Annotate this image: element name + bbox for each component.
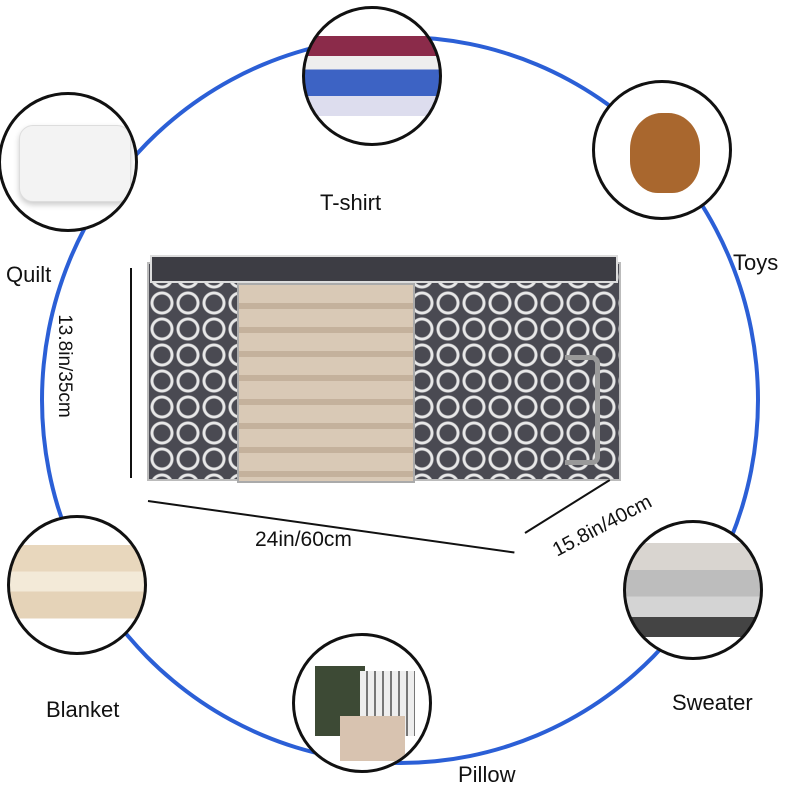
height-dimension: 13.8in/35cm: [53, 314, 75, 418]
blanket-label: Blanket: [46, 697, 120, 722]
sweater-bubble: [623, 520, 763, 660]
pillow-bubble: [292, 633, 432, 773]
tshirt-label: T-shirt: [320, 190, 382, 215]
toys-bubble: [592, 80, 732, 220]
storage-box-lid: [150, 255, 618, 283]
quilt-label: Quilt: [6, 262, 52, 287]
width-dimension: 24in/60cm: [255, 528, 352, 551]
sweater-label: Sweater: [672, 690, 753, 715]
blanket-bubble: [7, 515, 147, 655]
pillow-label: Pillow: [458, 762, 516, 787]
teddy-bear-icon: [630, 113, 700, 193]
height-arrow: [130, 268, 132, 478]
clear-window: [237, 283, 415, 483]
tshirt-bubble: [302, 6, 442, 146]
quilt-icon: [19, 125, 131, 202]
quilt-bubble: [0, 92, 138, 232]
side-handle: [565, 355, 600, 465]
toys-label: Toys: [733, 250, 779, 275]
beige-pillow: [340, 716, 405, 761]
